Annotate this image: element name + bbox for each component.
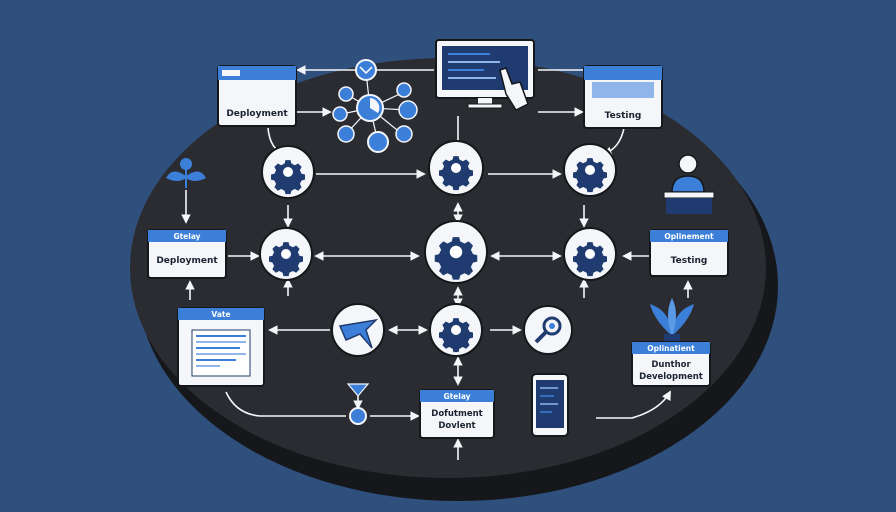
search-icon xyxy=(534,316,562,344)
gear-node-mid-right xyxy=(563,227,617,281)
icon-cluster xyxy=(332,59,418,153)
node-label: Testing xyxy=(671,256,708,266)
node-tag: Gtelay xyxy=(443,392,470,401)
plant-icon xyxy=(166,158,206,188)
connector-dot-icon xyxy=(349,407,367,425)
gear-icon xyxy=(271,160,305,195)
search-node xyxy=(523,305,573,355)
phone-node xyxy=(531,373,569,437)
node-tag: Gtelay xyxy=(173,232,200,241)
gear-icon xyxy=(439,156,473,191)
mail-icon xyxy=(355,59,377,81)
gear-node-lower-center xyxy=(429,303,483,357)
plant-icon xyxy=(650,298,694,342)
monitor-node xyxy=(435,39,535,111)
gear-node-top-right xyxy=(563,143,617,197)
funnel-icon xyxy=(346,383,370,397)
plant-node-left xyxy=(166,158,206,188)
node-deployment-top-left: Deployment xyxy=(217,65,297,127)
gear-icon xyxy=(269,242,303,277)
person-icon xyxy=(663,154,715,214)
node-label-line2: Dovlent xyxy=(438,421,475,431)
node-label: Deployment xyxy=(226,109,288,119)
people-icon xyxy=(367,131,389,153)
node-tag: Oplinement xyxy=(664,232,714,241)
node-tag: Vate xyxy=(211,310,230,319)
node-bottom-center: Gtelay Dofutment Dovlent xyxy=(419,389,495,439)
gear-node-top-center xyxy=(428,140,484,196)
person-node xyxy=(663,154,715,214)
node-testing-top-right: Testing xyxy=(583,65,663,129)
gear-icon xyxy=(439,318,473,353)
node-label: Deployment xyxy=(156,256,218,266)
node-label-line1: Dofutment xyxy=(431,409,482,419)
gear-node-top-left xyxy=(261,145,315,199)
node-tag: Oplinatient xyxy=(647,344,695,353)
gear-node-center xyxy=(424,220,488,284)
gear-node-mid-left xyxy=(259,227,313,281)
plant-node-right xyxy=(650,298,694,342)
airplane-node xyxy=(331,303,385,357)
node-document-window: Vate xyxy=(177,307,265,387)
gear-icon xyxy=(434,237,478,280)
node-deployment-left: Gtelay Deployment xyxy=(147,229,227,279)
hand-pointer-icon xyxy=(499,67,529,111)
node-bottom-right: Oplinatient Dunthor Development xyxy=(631,341,711,387)
airplane-icon xyxy=(338,318,379,349)
node-testing-right: Oplinement Testing xyxy=(649,229,729,277)
node-label: Testing xyxy=(605,111,642,121)
node-label-line2: Development xyxy=(639,372,703,382)
folder-icon xyxy=(337,125,355,143)
node-label-line1: Dunthor xyxy=(651,360,691,370)
